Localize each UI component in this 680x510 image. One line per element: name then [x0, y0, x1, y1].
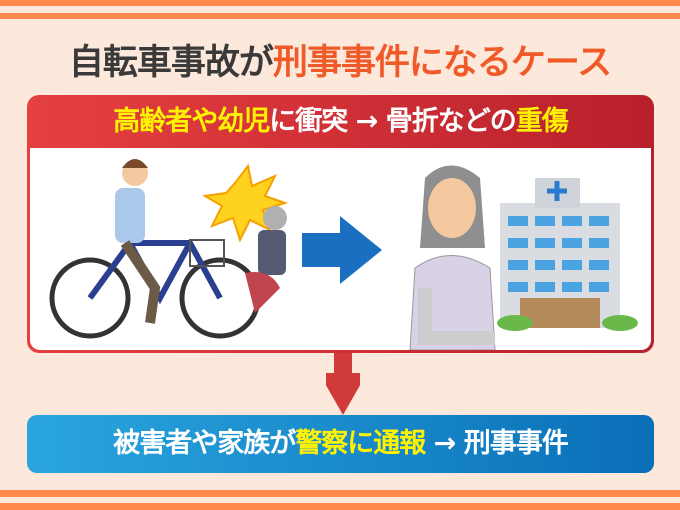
step2-highlight: 警察に通報	[295, 428, 426, 459]
bottom-stripe	[0, 490, 680, 497]
step2-text: 被害者や家族が	[113, 428, 296, 459]
step1-heading: 高齢者や幼児に衝突 → 骨折などの重傷	[27, 95, 654, 148]
top-stripe	[0, 13, 680, 19]
arrow-right-icon	[302, 216, 382, 284]
top-stripe	[0, 0, 680, 6]
illustration-panel	[30, 148, 651, 350]
step2-box: 被害者や家族が警察に通報 → 刑事事件	[27, 415, 654, 473]
step1-highlight-2: 重傷	[515, 106, 569, 137]
title-highlight: 刑事事件になるケース	[272, 43, 612, 83]
step1-box: 高齢者や幼児に衝突 → 骨折などの重傷	[27, 95, 654, 353]
title-text: 自転車事故が	[68, 43, 274, 83]
bicycle-accident-illustration	[49, 159, 289, 339]
page-title: 自転車事故が刑事事件になるケース	[0, 34, 680, 85]
bottom-stripe	[0, 503, 680, 510]
injured-elderly-and-hospital-illustration	[409, 165, 638, 350]
arrow-down-icon	[326, 353, 360, 415]
step1-highlight: 高齢者や幼児	[113, 106, 270, 137]
step2-text-2: → 刑事事件	[425, 428, 569, 459]
step1-text: に衝突 → 骨折などの	[269, 106, 516, 137]
